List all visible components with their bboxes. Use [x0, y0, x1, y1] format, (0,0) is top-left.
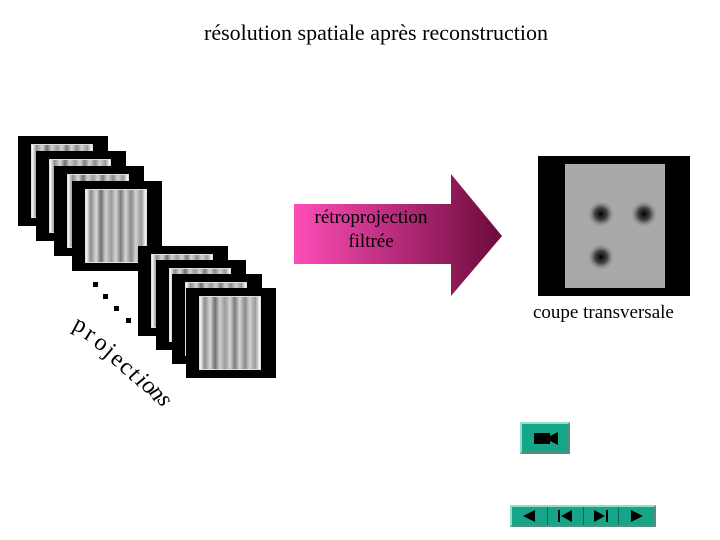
first-button[interactable]	[512, 507, 548, 525]
ellipsis-dot	[114, 306, 119, 311]
ellipsis-dot	[103, 294, 108, 299]
next-icon	[593, 510, 608, 522]
next-button[interactable]	[584, 507, 620, 525]
prev-icon	[558, 510, 573, 522]
camera-button[interactable]	[520, 422, 570, 454]
camera-icon	[534, 432, 558, 445]
arrow-label-line2: filtrée	[348, 231, 394, 252]
projection-image	[85, 189, 147, 263]
arrow-shape	[294, 174, 502, 296]
last-icon	[630, 510, 643, 522]
projection-image	[199, 296, 261, 370]
previous-button[interactable]	[548, 507, 584, 525]
section-label: coupe transversale	[533, 302, 674, 323]
transverse-slice-image	[538, 156, 690, 296]
navigation-bar	[510, 505, 656, 527]
last-button[interactable]	[619, 507, 654, 525]
page-title: résolution spatiale après reconstruction	[204, 20, 548, 45]
arrow-label-line1: rétroprojection	[314, 207, 428, 228]
ellipsis-dot	[93, 282, 98, 287]
projection-frame	[186, 288, 276, 378]
ellipsis-dot	[126, 318, 131, 323]
first-icon	[523, 510, 536, 522]
arrow-label: rétroprojection filtrée	[296, 206, 446, 254]
